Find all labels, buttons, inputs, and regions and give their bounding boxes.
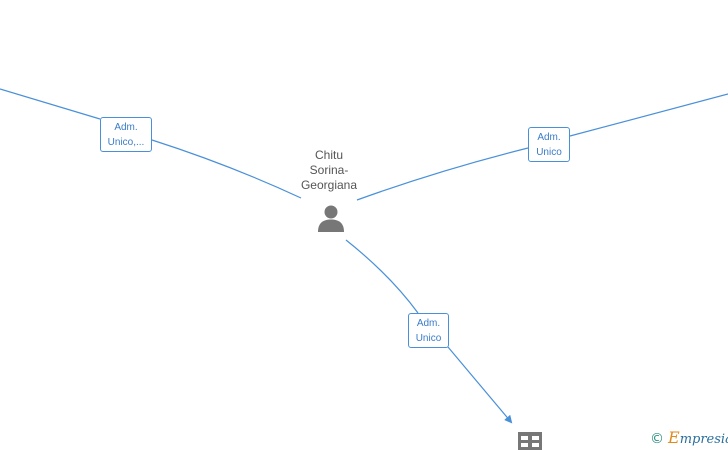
- edge-label-bottom-line-2: Unico: [415, 333, 442, 344]
- edge-label-left[interactable]: Adm. Unico,...: [100, 117, 152, 152]
- edge-right[interactable]: [356, 93, 728, 201]
- brand-logo-initial: E: [668, 428, 680, 447]
- person-name-line-2: Sorina-: [309, 163, 349, 177]
- edge-label-bottom[interactable]: Adm. Unico: [408, 313, 449, 348]
- edge-label-right-line-2: Unico: [536, 147, 562, 158]
- person-icon[interactable]: [316, 203, 346, 233]
- edge-label-left-line-2: Unico,...: [107, 137, 145, 148]
- edge-label-right-line-1: Adm.: [537, 132, 561, 143]
- brand-logo-rest: mpresia: [679, 432, 728, 447]
- copyright-icon: ©: [650, 431, 664, 447]
- building-icon[interactable]: [518, 432, 542, 450]
- person-name[interactable]: Chitu Sorina- Georgiana: [279, 148, 379, 193]
- edge-label-right[interactable]: Adm. Unico: [528, 127, 570, 162]
- edge-label-bottom-line-1: Adm.: [416, 318, 441, 329]
- person-name-line-3: Georgiana: [300, 178, 358, 192]
- person-name-line-1: Chitu: [314, 148, 343, 162]
- edge-label-left-line-1: Adm.: [114, 122, 138, 133]
- empresia-watermark: © Empresia: [650, 429, 728, 449]
- brand-logo: Empresia: [668, 430, 728, 448]
- edge-left[interactable]: [0, 88, 302, 199]
- edge-bottom[interactable]: [345, 239, 511, 422]
